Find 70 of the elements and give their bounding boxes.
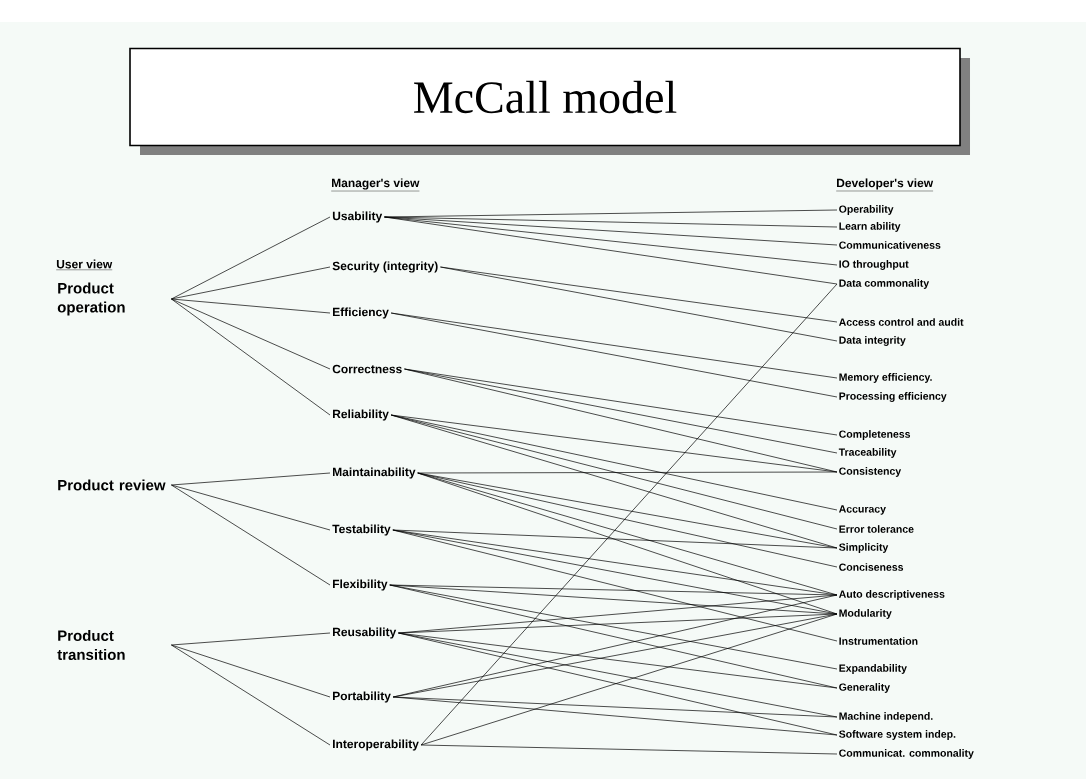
quality-criterion-label: Processing efficiency bbox=[839, 392, 947, 402]
connector-line bbox=[390, 312, 838, 398]
connector-line bbox=[440, 266, 838, 323]
quality-use-label: Product transition bbox=[57, 630, 125, 660]
quality-criterion-label: Memory efficiency. bbox=[839, 373, 932, 383]
column-heading: User view bbox=[56, 259, 113, 270]
quality-factor-label: Usability bbox=[332, 211, 383, 223]
connector-line bbox=[384, 216, 838, 246]
quality-criterion-label: IO throughput bbox=[839, 260, 909, 270]
quality-criterion-label: Data integrity bbox=[839, 336, 906, 346]
connector-line bbox=[171, 644, 331, 698]
connector-line bbox=[171, 298, 331, 370]
connector-line bbox=[171, 644, 331, 746]
quality-criterion-label: Communicat. commonality bbox=[839, 749, 974, 759]
connector-line bbox=[392, 529, 838, 642]
connector-line bbox=[171, 484, 331, 531]
connector-line bbox=[171, 266, 331, 300]
quality-criterion-label: Traceability bbox=[838, 448, 897, 458]
connector-line bbox=[392, 529, 838, 549]
column-heading: Manager's view bbox=[331, 178, 420, 192]
connector-line bbox=[417, 472, 838, 568]
quality-factor-label: Interoperability bbox=[333, 739, 419, 751]
column-heading: Developer's view bbox=[836, 178, 934, 192]
connector-line bbox=[171, 298, 331, 314]
connector-line bbox=[171, 298, 331, 416]
connector-line bbox=[398, 613, 838, 634]
quality-criterion-label: Access control and audit bbox=[839, 318, 964, 326]
quality-use-label: Product review bbox=[58, 479, 166, 491]
connector-line bbox=[392, 696, 838, 736]
quality-factor-label: Testability bbox=[332, 524, 391, 536]
connector-line bbox=[420, 744, 838, 755]
connector-line bbox=[389, 584, 838, 596]
quality-criterion-label: Machine independ. bbox=[839, 712, 933, 722]
connector-line bbox=[171, 484, 331, 586]
connector-line bbox=[171, 472, 331, 486]
connector-line bbox=[171, 216, 331, 300]
quality-factor-label: Correctness bbox=[332, 364, 402, 374]
quality-factor-label: Reliability bbox=[333, 409, 389, 421]
quality-factor-label: Maintainability bbox=[333, 467, 416, 479]
connector-line bbox=[171, 632, 331, 646]
quality-factor-label: Efficiency bbox=[333, 307, 389, 319]
quality-factor-label: Security (integrity) bbox=[332, 261, 438, 273]
quality-criterion-label: Accuracy bbox=[839, 505, 886, 515]
quality-factor-label: Reusability bbox=[333, 627, 397, 639]
quality-criterion-label: Completeness bbox=[839, 430, 911, 440]
quality-criterion-label: Auto descriptiveness bbox=[839, 590, 945, 600]
quality-criterion-label: Conciseness bbox=[839, 563, 904, 571]
quality-criterion-label: Communicativeness bbox=[839, 241, 941, 249]
title-box: McCall model bbox=[129, 47, 970, 155]
quality-criterion-label: Software system indep. bbox=[839, 730, 956, 740]
connector-line bbox=[398, 632, 838, 689]
quality-use-label: Product operation bbox=[57, 282, 125, 316]
connector-line bbox=[417, 471, 838, 474]
quality-criterion-label: Consistency bbox=[839, 467, 902, 477]
connector-line bbox=[420, 283, 838, 746]
quality-factor-label: Portability bbox=[333, 691, 391, 703]
quality-criterion-label: Generality bbox=[839, 683, 890, 693]
quality-criterion-label: Data commonality bbox=[839, 279, 930, 289]
quality-criterion-label: Operability bbox=[839, 205, 894, 215]
quality-criterion-label: Expandability bbox=[839, 664, 907, 674]
quality-criterion-label: Modularity bbox=[839, 609, 892, 619]
quality-criterion-label: Error tolerance bbox=[839, 525, 914, 533]
quality-criterion-label: Simplicity bbox=[839, 543, 889, 553]
connector-line bbox=[384, 216, 838, 285]
quality-criterion-label: Instrumentation bbox=[839, 637, 918, 645]
quality-criterion-label: Learn ability bbox=[839, 222, 901, 232]
connector-line bbox=[392, 696, 838, 718]
connector-line bbox=[440, 266, 838, 342]
connector-line bbox=[384, 216, 838, 228]
quality-factor-label: Flexibility bbox=[333, 579, 388, 591]
